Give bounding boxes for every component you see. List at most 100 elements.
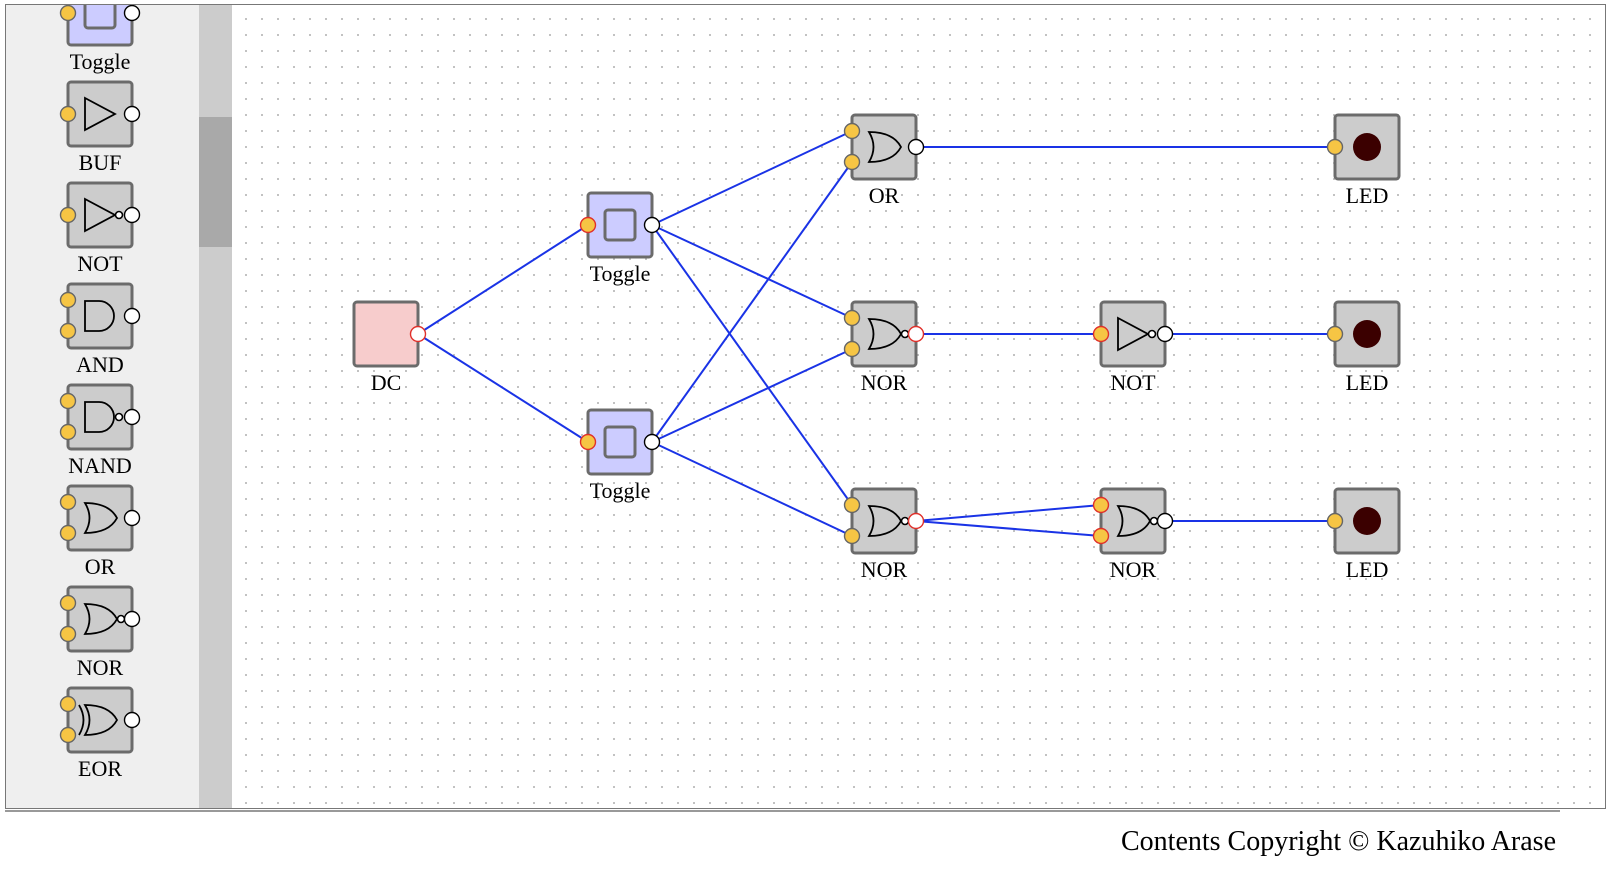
component-buf[interactable]: BUF (59, 80, 141, 175)
toolbox-scrollbar-thumb[interactable] (199, 117, 232, 247)
or-body[interactable] (850, 113, 918, 181)
component-toggle[interactable]: Toggle (579, 191, 661, 286)
component-label: NOR (861, 370, 908, 395)
input-pin-1[interactable] (843, 122, 861, 140)
component-dc[interactable]: DC (352, 300, 427, 395)
input-pin[interactable] (1092, 325, 1110, 343)
not-gate-symbol-icon (84, 197, 117, 233)
wire[interactable] (651, 130, 853, 226)
component-not[interactable]: NOT (59, 181, 141, 276)
eor-gate-symbol-icon (83, 704, 119, 736)
output-pin[interactable] (1156, 325, 1174, 343)
buf-gate-symbol-icon (84, 96, 117, 132)
component-toggle[interactable]: Toggle (59, 5, 141, 74)
toolbox-scrollbar[interactable] (199, 5, 232, 808)
input-pin-1[interactable] (59, 392, 77, 410)
input-pin-1[interactable] (59, 695, 77, 713)
output-pin[interactable] (1156, 512, 1174, 530)
wire[interactable] (417, 224, 589, 335)
toggle-switch-icon (83, 5, 117, 30)
input-pin[interactable] (59, 105, 77, 123)
output-pin[interactable] (409, 325, 427, 343)
component-label: NOT (77, 251, 123, 276)
output-pin[interactable] (123, 610, 141, 628)
led-lamp-icon (1353, 133, 1381, 161)
wire[interactable] (651, 161, 853, 443)
component-toggle[interactable]: Toggle (579, 408, 661, 503)
wire[interactable] (651, 348, 853, 443)
not-gate-symbol-icon (1117, 316, 1150, 352)
component-and[interactable]: AND (59, 282, 141, 377)
component-label: AND (76, 352, 124, 377)
input-pin-2[interactable] (1092, 527, 1110, 545)
component-led[interactable]: LED (1326, 300, 1401, 395)
output-pin[interactable] (907, 138, 925, 156)
inversion-bubble-icon (1147, 329, 1157, 339)
component-nor[interactable]: NOR (843, 300, 925, 395)
inversion-bubble-icon (1149, 516, 1159, 526)
or-body[interactable] (66, 484, 134, 552)
output-pin[interactable] (123, 408, 141, 426)
component-eor[interactable]: EOR (59, 686, 141, 781)
dc-body[interactable] (352, 300, 420, 368)
component-label: OR (869, 183, 900, 208)
input-pin-1[interactable] (59, 493, 77, 511)
wire[interactable] (651, 224, 853, 506)
wire[interactable] (915, 520, 1102, 537)
output-pin[interactable] (643, 433, 661, 451)
component-not[interactable]: NOT (1092, 300, 1174, 395)
input-pin-2[interactable] (843, 527, 861, 545)
output-pin[interactable] (907, 512, 925, 530)
wire[interactable] (651, 441, 853, 537)
input-pin-1[interactable] (1092, 496, 1110, 514)
input-pin[interactable] (579, 216, 597, 234)
component-led[interactable]: LED (1326, 113, 1401, 208)
toggle-switch-icon (603, 425, 637, 459)
output-pin[interactable] (123, 105, 141, 123)
output-pin[interactable] (643, 216, 661, 234)
input-pin-1[interactable] (59, 594, 77, 612)
eor-body[interactable] (66, 686, 134, 754)
component-nand[interactable]: NAND (59, 383, 141, 478)
component-led[interactable]: LED (1326, 487, 1401, 582)
input-pin-1[interactable] (59, 291, 77, 309)
input-pin-2[interactable] (59, 726, 77, 744)
output-pin[interactable] (123, 5, 141, 22)
copyright-text: Contents Copyright © Kazuhiko Arase (1121, 826, 1556, 857)
buf-body[interactable] (66, 80, 134, 148)
input-pin[interactable] (1326, 325, 1344, 343)
or-gate-symbol-icon (83, 502, 119, 534)
output-pin[interactable] (123, 307, 141, 325)
component-or[interactable]: OR (843, 113, 925, 208)
input-pin-2[interactable] (843, 153, 861, 171)
input-pin[interactable] (579, 433, 597, 451)
component-nor[interactable]: NOR (59, 585, 141, 680)
input-pin-1[interactable] (843, 496, 861, 514)
output-pin[interactable] (907, 325, 925, 343)
component-nor[interactable]: NOR (1092, 487, 1174, 582)
wire[interactable] (915, 504, 1102, 522)
input-pin-2[interactable] (843, 340, 861, 358)
component-nor[interactable]: NOR (843, 487, 925, 582)
wire[interactable] (651, 224, 853, 319)
component-or[interactable]: OR (59, 484, 141, 579)
wire[interactable] (417, 333, 589, 443)
input-pin-2[interactable] (59, 423, 77, 441)
input-pin[interactable] (59, 206, 77, 224)
eor-extra-arc-icon (78, 704, 85, 736)
output-pin[interactable] (123, 206, 141, 224)
input-pin[interactable] (1326, 512, 1344, 530)
input-pin-2[interactable] (59, 322, 77, 340)
input-pin-1[interactable] (843, 309, 861, 327)
output-pin[interactable] (123, 509, 141, 527)
input-pin[interactable] (1326, 138, 1344, 156)
input-pin-2[interactable] (59, 625, 77, 643)
inversion-bubble-icon (114, 412, 124, 422)
output-pin[interactable] (123, 711, 141, 729)
input-pin-2[interactable] (59, 524, 77, 542)
input-pin[interactable] (59, 5, 77, 22)
and-body[interactable] (66, 282, 134, 350)
